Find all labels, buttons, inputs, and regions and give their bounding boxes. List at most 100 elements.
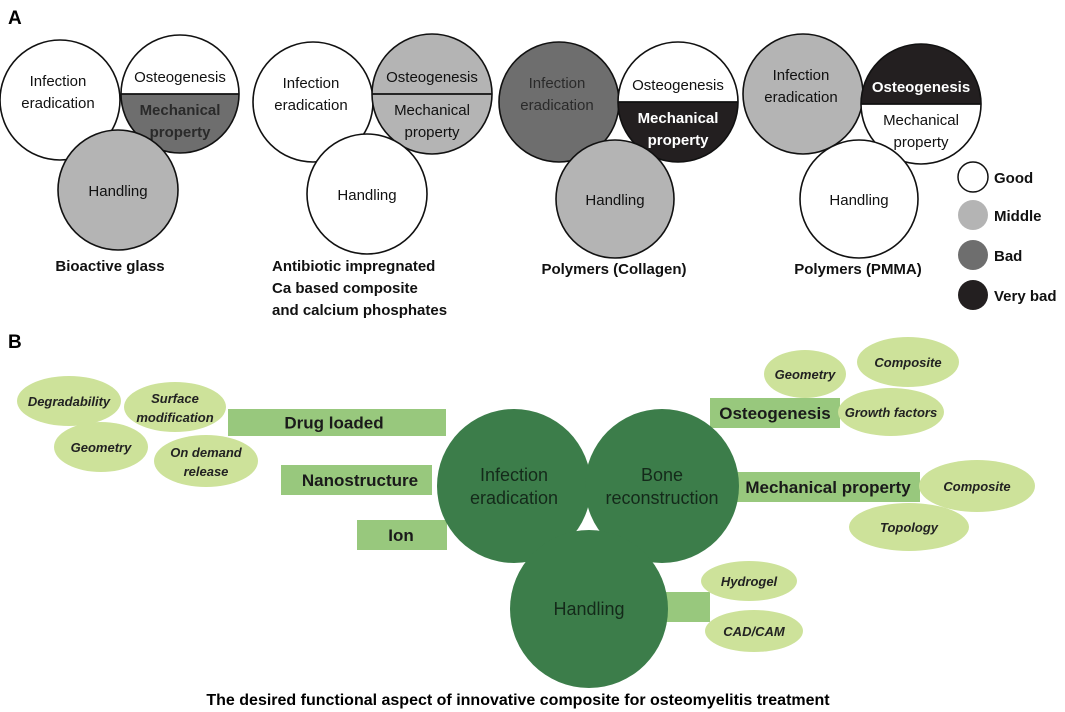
panel-b-label: B (8, 332, 22, 353)
circle-handling (510, 530, 668, 688)
circle-label: eradication (470, 488, 558, 508)
ellipse-label: Geometry (71, 440, 132, 455)
infection-label: Infection (529, 75, 586, 92)
material-group: Infection eradication OsteogenesisMechanic… (498, 41, 739, 278)
bar-label: Ion (388, 526, 414, 545)
material-caption: Ca based composite (272, 280, 418, 297)
handling-circle (306, 133, 428, 255)
material-caption: and calcium phosphates (272, 302, 447, 319)
bar-ion (357, 520, 447, 550)
mechanical-half (618, 102, 738, 162)
ellipse-label: Composite (874, 355, 941, 370)
handling-label: Handling (829, 192, 888, 209)
infection-label: Infection (773, 67, 830, 84)
mechanical-label: Mechanical (638, 110, 719, 127)
ellipse-label: Geometry (775, 367, 836, 382)
circle-label: Handling (553, 599, 624, 619)
ellipse-label: Hydrogel (721, 574, 778, 589)
circle-bone (585, 409, 739, 563)
bar-nanostructure (281, 465, 432, 495)
ellipse-composite-mid (919, 460, 1035, 512)
bar-label: Nanostructure (302, 471, 418, 490)
ellipse-label: CAD/CAM (723, 624, 786, 639)
osteogenesis-half (372, 34, 492, 94)
bar-osteogenesis (710, 398, 840, 428)
handling-label: Handling (337, 187, 396, 204)
ellipse-growth-factors (838, 388, 944, 436)
bar-drug-loaded (228, 409, 446, 436)
mechanical-label: property (893, 134, 949, 151)
infection-label: Infection (283, 75, 340, 92)
handling-circle (555, 139, 675, 259)
legend-label: Good (994, 170, 1033, 187)
infection-label: eradication (764, 89, 837, 106)
bar-mechanical (737, 472, 920, 502)
osteogenesis-half (618, 42, 738, 102)
mechanical-label: property (648, 132, 710, 149)
ellipse-cadcam (705, 610, 803, 652)
ellipse-label: release (184, 464, 229, 479)
material-caption: Bioactive glass (55, 258, 164, 275)
ellipse-label: Degradability (28, 394, 111, 409)
bar-label: Mechanical property (745, 478, 911, 497)
osteogenesis-label: Osteogenesis (632, 77, 724, 94)
mechanical-label: property (404, 124, 460, 141)
infection-label: eradication (520, 97, 593, 114)
ellipse-label: Topology (880, 520, 939, 535)
handling-connector-bar (662, 592, 710, 622)
circle-label: Bone (641, 465, 683, 485)
handling-circle (57, 129, 179, 251)
circle-label: Infection (480, 465, 548, 485)
legend-label: Middle (994, 208, 1042, 225)
ellipse-hydrogel (701, 561, 797, 601)
ellipse-label: On demand (170, 445, 243, 460)
legend-swatch (958, 200, 988, 230)
osteogenesis-label: Osteogenesis (386, 69, 478, 86)
material-group: Infection eradication OsteogenesisMechanic… (252, 33, 493, 319)
ellipse-geometry-left (54, 422, 148, 472)
osteogenesis-half (121, 35, 239, 94)
bar-label: Osteogenesis (719, 404, 831, 423)
ellipse-label: Growth factors (845, 405, 937, 420)
ellipse-geometry-right (764, 350, 846, 398)
bar-label: Drug loaded (284, 414, 383, 433)
material-caption: Antibiotic impregnated (272, 258, 435, 275)
mechanical-label: Mechanical (394, 102, 470, 119)
ellipse-topology (849, 503, 969, 551)
material-group: InfectioneradicationOsteogenesisMechanic… (0, 34, 240, 275)
circle-label: reconstruction (605, 488, 718, 508)
panel-a-label: A (8, 8, 22, 29)
infection-label: eradication (21, 95, 94, 112)
legend-swatch (958, 280, 988, 310)
legend-swatch (958, 240, 988, 270)
ellipse-on-demand (154, 435, 258, 487)
mechanical-half (121, 94, 239, 153)
panel-a: Infection eradication OsteogenesisMechanic… (0, 33, 982, 319)
panel-b-caption: The desired functional aspect of innovat… (206, 692, 830, 709)
ellipse-label: Surface (151, 391, 199, 406)
osteogenesis-half (861, 44, 981, 104)
ellipse-composite-top (857, 337, 959, 387)
material-caption: Polymers (Collagen) (541, 261, 686, 278)
infection-label: eradication (274, 97, 347, 114)
material-group: Infection eradication OsteogenesisMechanic… (742, 33, 982, 278)
legend-label: Bad (994, 248, 1022, 265)
osteogenesis-label: Osteogenesis (134, 69, 226, 86)
mechanical-label: Mechanical (883, 112, 959, 129)
legend-label: Very bad (994, 288, 1057, 305)
osteogenesis-label: Osteogenesis (872, 79, 970, 96)
ellipse-label: modification (136, 410, 213, 425)
infection-label: Infection (30, 73, 87, 90)
ellipse-label: Composite (943, 479, 1010, 494)
mechanical-half (372, 94, 492, 154)
material-caption: Polymers (PMMA) (794, 261, 922, 278)
infection-circle (0, 39, 121, 161)
legend-swatch (957, 161, 989, 193)
handling-label: Handling (88, 183, 147, 200)
circle-infection (437, 409, 591, 563)
ellipse-surface-mod (124, 382, 226, 432)
handling-circle (799, 139, 919, 259)
